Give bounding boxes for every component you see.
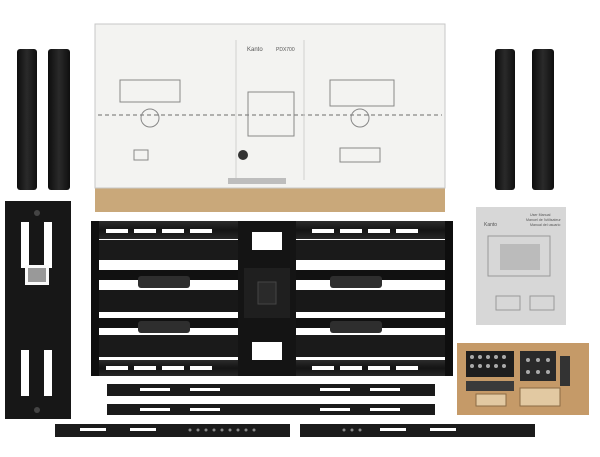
manual-title-3: Manual del usuario [530,223,560,227]
product-box: Kanto PDX700 [94,23,446,212]
manual-title-2: Manuel de l'utilisateur [526,218,561,222]
mount-plate [5,201,71,419]
box-brand: Kanto [247,47,263,53]
spacer-bar [17,49,37,190]
spacer-bar [48,49,70,190]
spacer-bar-group-right [495,49,554,190]
manual-brand: Kanto [484,222,497,228]
spacer-bar [495,49,515,190]
vesa-bracket [55,384,535,437]
spacer-bar [532,49,554,190]
spacer-bar-group-left [17,49,70,190]
user-manual: Kanto User Manual Manuel de l'utilisateu… [476,207,566,325]
manual-title-1: User Manual [530,213,551,217]
hardware-pack [457,343,589,415]
articulating-arm [91,221,453,376]
box-model: PDX700 [276,47,295,53]
rail-slots [106,229,418,370]
